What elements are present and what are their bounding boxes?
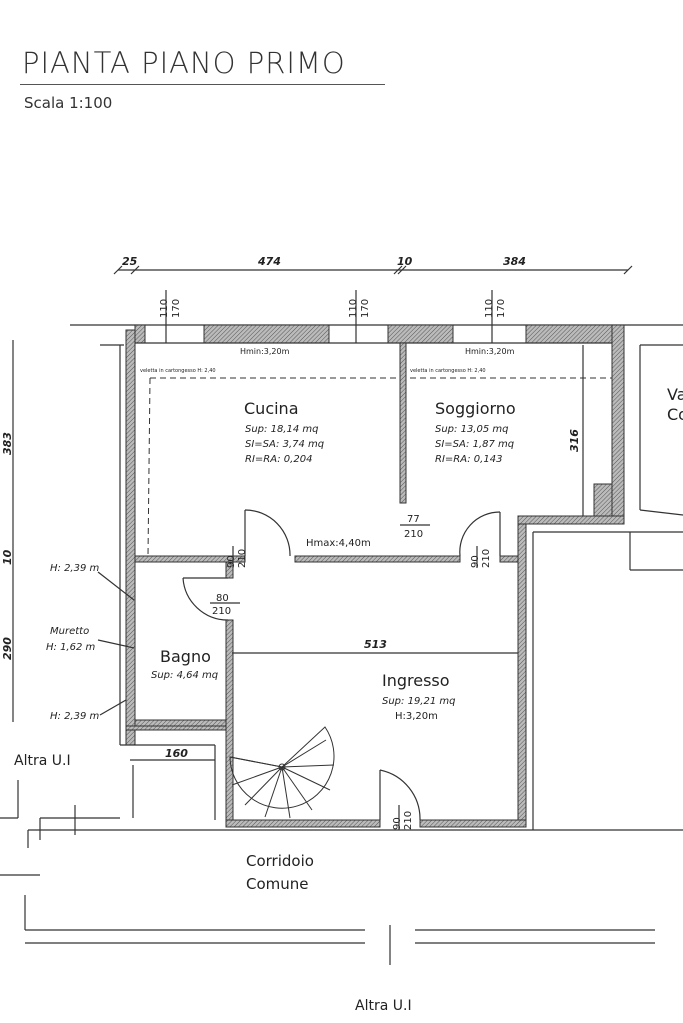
room-ingresso: Ingresso Sup: 19,21 mq H:3,20m xyxy=(382,671,455,722)
svg-text:110: 110 xyxy=(484,299,495,318)
svg-text:383: 383 xyxy=(1,432,14,455)
room-corridoio: Corridoio Comune xyxy=(246,852,314,893)
svg-text:77: 77 xyxy=(407,514,420,525)
altra-ui-label: Altra U.I xyxy=(14,753,71,769)
dim-10: 10 xyxy=(397,255,413,268)
hmin-note: Hmin:3,20m xyxy=(240,347,290,356)
height-note: H: 1,62 m xyxy=(46,642,96,653)
svg-text:110: 110 xyxy=(348,299,359,318)
walls xyxy=(0,324,683,965)
svg-text:RI=RA: 0,204: RI=RA: 0,204 xyxy=(245,454,312,465)
svg-text:Sup: 13,05 mq: Sup: 13,05 mq xyxy=(435,424,508,435)
hmin-note: Hmin:3,20m xyxy=(465,347,515,356)
left-dimension: 383 10 290 xyxy=(1,340,14,722)
svg-text:90: 90 xyxy=(392,817,403,830)
dim-513: 513 xyxy=(364,638,387,651)
height-note: H: 2,39 m xyxy=(50,711,100,722)
svg-text:290: 290 xyxy=(1,637,14,660)
doors xyxy=(182,509,501,821)
svg-text:RI=RA: 0,143: RI=RA: 0,143 xyxy=(435,454,502,465)
svg-text:170: 170 xyxy=(360,299,371,318)
svg-text:Sup: 4,64 mq: Sup: 4,64 mq xyxy=(151,670,218,681)
svg-text:H:3,20m: H:3,20m xyxy=(395,711,438,722)
dim-316: 316 xyxy=(568,429,581,452)
svg-text:110: 110 xyxy=(159,299,170,318)
svg-text:Ingresso: Ingresso xyxy=(382,671,450,690)
muretto-label: Muretto xyxy=(50,626,89,637)
svg-text:80: 80 xyxy=(216,593,229,604)
svg-text:Bagno: Bagno xyxy=(160,647,211,666)
svg-text:SI=SA: 3,74 mq: SI=SA: 3,74 mq xyxy=(245,439,324,450)
svg-text:Cucina: Cucina xyxy=(244,399,299,418)
scale-label: Scala 1:100 xyxy=(24,94,113,112)
cut-label: Va xyxy=(667,385,683,404)
svg-text:Soggiorno: Soggiorno xyxy=(435,399,516,418)
dim-25: 25 xyxy=(122,255,138,268)
height-note: H: 2,39 m xyxy=(50,563,100,574)
svg-text:210: 210 xyxy=(404,529,423,540)
svg-text:170: 170 xyxy=(496,299,507,318)
svg-text:170: 170 xyxy=(171,299,182,318)
veletta-note: veletta in cartongesso H: 2,40 xyxy=(140,368,216,374)
title-underline xyxy=(20,84,385,85)
svg-text:90: 90 xyxy=(226,555,237,568)
svg-text:SI=SA: 1,87 mq: SI=SA: 1,87 mq xyxy=(435,439,514,450)
svg-text:210: 210 xyxy=(237,549,248,568)
dim-474: 474 xyxy=(257,255,281,268)
veletta-dashed xyxy=(147,377,612,557)
altra-ui-label: Altra U.I xyxy=(355,998,412,1014)
room-cucina: Cucina Sup: 18,14 mq SI=SA: 3,74 mq RI=R… xyxy=(244,399,324,465)
veletta-note: veletta in cartongesso H: 2,40 xyxy=(410,368,486,374)
svg-text:Sup: 18,14 mq: Sup: 18,14 mq xyxy=(245,424,318,435)
svg-text:90: 90 xyxy=(470,555,481,568)
svg-text:210: 210 xyxy=(481,549,492,568)
svg-text:Corridoio: Corridoio xyxy=(246,852,314,870)
room-soggiorno: Soggiorno Sup: 13,05 mq SI=SA: 1,87 mq R… xyxy=(435,399,516,465)
dim-384: 384 xyxy=(503,255,526,268)
svg-text:Sup: 19,21 mq: Sup: 19,21 mq xyxy=(382,696,455,707)
svg-text:10: 10 xyxy=(1,549,14,565)
spiral-staircase xyxy=(229,726,335,819)
top-dimension: 25 474 10 384 xyxy=(113,255,633,275)
dim-160: 160 xyxy=(165,747,188,760)
svg-text:Comune: Comune xyxy=(246,875,309,893)
svg-text:210: 210 xyxy=(212,606,231,617)
hmax-note: Hmax:4,40m xyxy=(306,538,371,549)
svg-text:210: 210 xyxy=(403,811,414,830)
page-title: PIANTA PIANO PRIMO xyxy=(22,46,346,80)
room-bagno: Bagno Sup: 4,64 mq xyxy=(151,647,218,681)
window-labels: 110 170 110 170 110 170 xyxy=(159,290,507,343)
cut-label: Co xyxy=(667,405,683,424)
